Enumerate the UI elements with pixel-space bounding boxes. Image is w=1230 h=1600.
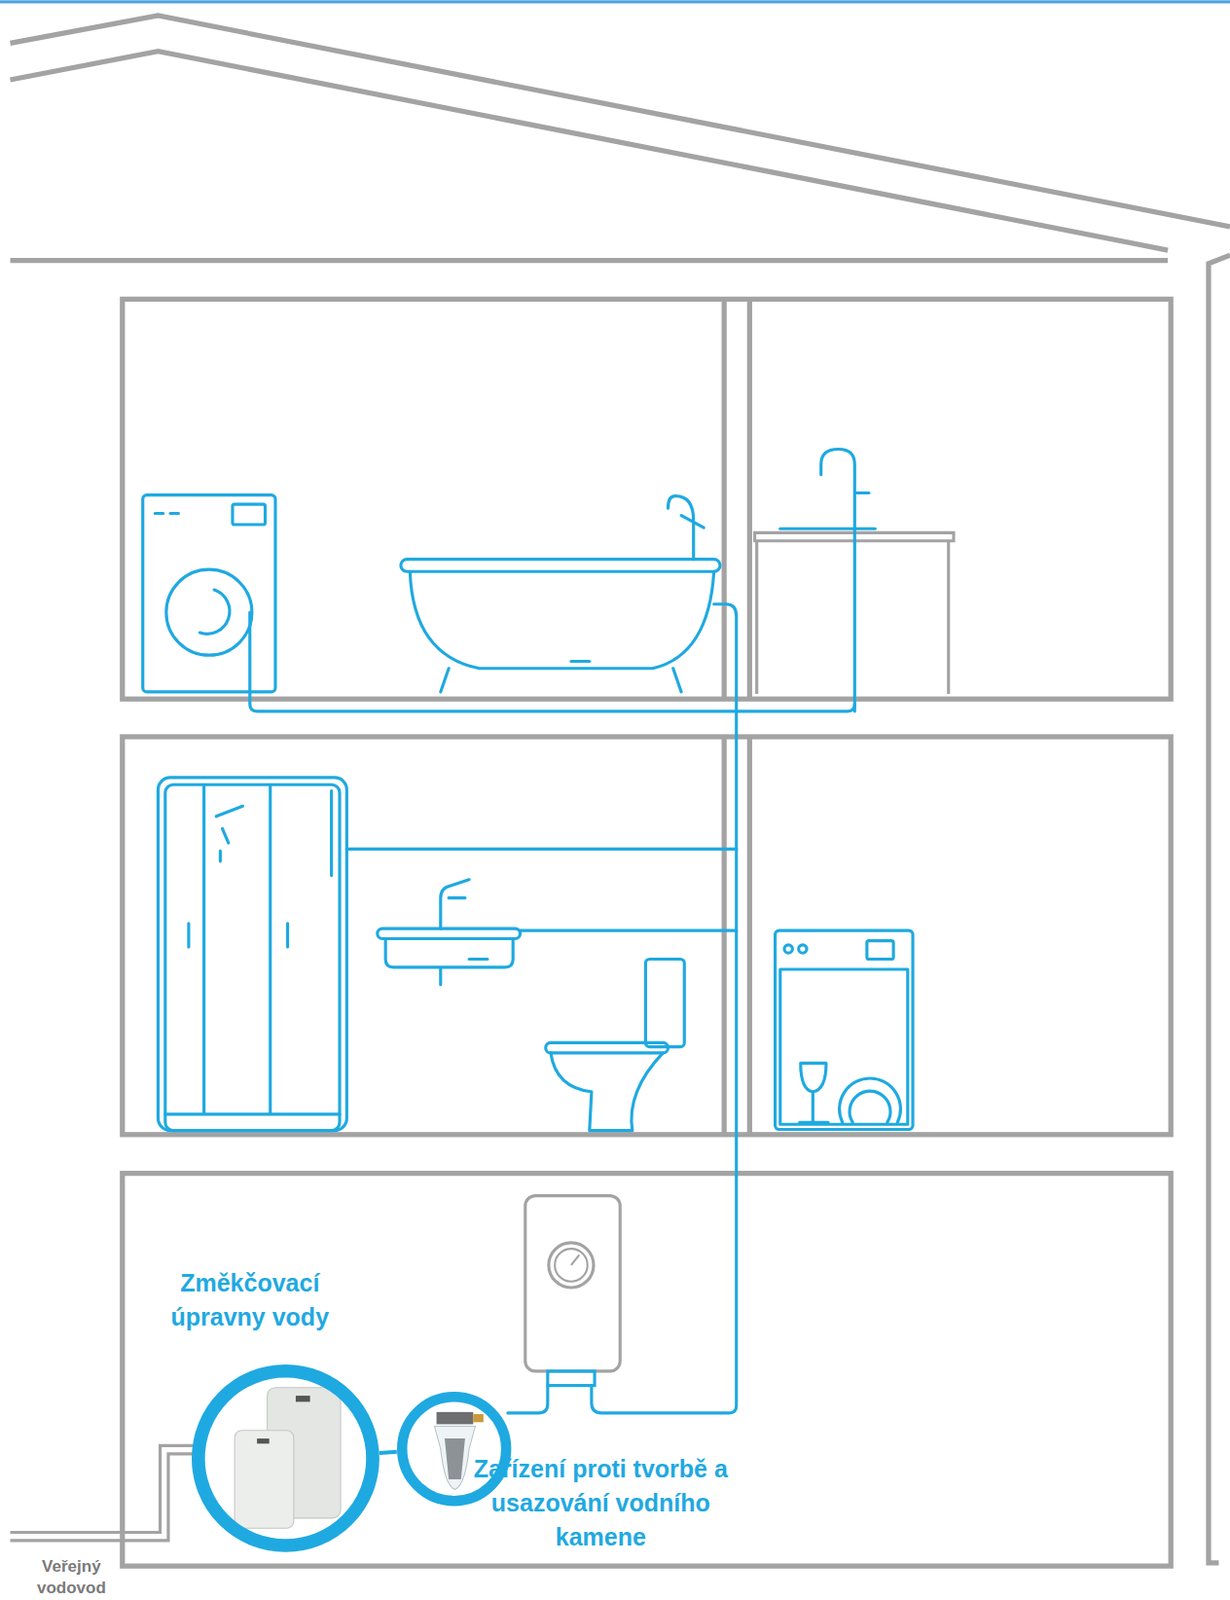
toilet-bowl xyxy=(550,1052,663,1131)
softener-tank-small xyxy=(234,1430,294,1529)
right-wall xyxy=(1208,254,1230,1563)
shower-head xyxy=(216,805,243,862)
water-pipes xyxy=(250,604,856,1413)
shower-cabin xyxy=(157,777,347,1131)
circle-outline xyxy=(191,1364,380,1553)
counter-sides xyxy=(757,541,949,694)
filter-bowl xyxy=(434,1426,475,1490)
bathtub-rim xyxy=(400,559,721,573)
pipe-connector xyxy=(379,1451,398,1453)
basin-pipe xyxy=(520,929,737,933)
inlet-pipe xyxy=(507,1385,548,1413)
filter-valve xyxy=(472,1413,483,1422)
washbasin-bowl xyxy=(385,939,513,985)
filter-head xyxy=(436,1411,474,1425)
heater-connector xyxy=(547,1371,595,1386)
washing-machine xyxy=(143,495,276,692)
kitchen-sink xyxy=(780,527,875,531)
main-pipe-inner xyxy=(9,1453,194,1541)
public-main xyxy=(9,1445,194,1540)
device-circle: Zařízení proti tvorbě a usazování vodníh… xyxy=(397,1391,511,1506)
softener-product xyxy=(234,1387,341,1529)
washer-buttons xyxy=(154,511,179,515)
circle-ring xyxy=(198,1371,373,1546)
shower-pipe xyxy=(346,847,736,851)
dishwasher-plate xyxy=(839,1078,902,1122)
ceiling-line xyxy=(9,257,1168,263)
dishwasher-glass xyxy=(799,1062,829,1122)
dishwasher-button xyxy=(798,944,807,953)
top-floor xyxy=(122,298,1171,699)
house-walls xyxy=(9,15,1230,1566)
main-pipe-outer xyxy=(9,1445,194,1532)
softener-display xyxy=(256,1438,270,1444)
water-heater xyxy=(525,1195,620,1386)
toilet-tank xyxy=(645,959,685,1048)
dishwasher xyxy=(775,930,913,1129)
dishwasher-display xyxy=(867,940,894,960)
dishwasher-button xyxy=(784,944,793,953)
kitchen-faucet xyxy=(821,448,869,711)
basement-floor xyxy=(122,1173,1171,1567)
bathtub-body xyxy=(409,571,714,692)
supply-label: Veřejný vodovod xyxy=(15,1555,128,1599)
toilet-seat xyxy=(545,1042,669,1052)
device-label: Změkčovací úpravny vody xyxy=(137,1266,362,1335)
circle-outline xyxy=(397,1391,511,1506)
softener-display xyxy=(295,1395,311,1402)
shower-inner xyxy=(165,784,340,1130)
bath-faucet xyxy=(668,496,705,560)
washer-drum xyxy=(166,569,253,655)
washer-display xyxy=(232,504,266,525)
roof-inner xyxy=(9,51,1168,251)
circle-ring xyxy=(401,1396,507,1501)
heater-gauge xyxy=(548,1242,594,1288)
top-bar xyxy=(0,0,1230,3)
roof-outer xyxy=(9,15,1230,227)
filter-cartridge xyxy=(444,1438,466,1480)
top-pipe xyxy=(250,612,856,712)
washer-drum-arc xyxy=(199,589,230,634)
heater-gauge-inner xyxy=(554,1248,588,1282)
washbasin-rim xyxy=(377,928,521,939)
dishwasher-door xyxy=(780,969,908,1124)
washbasin-faucet xyxy=(440,879,470,929)
middle-floor xyxy=(122,736,1171,1135)
heater-tank xyxy=(525,1195,620,1372)
shower-doors xyxy=(165,784,340,1115)
device-circle: Změkčovací úpravny vody xyxy=(191,1364,380,1553)
fixtures xyxy=(143,448,913,1130)
device-label: Zařízení proti tvorbě a usazování vodníh… xyxy=(468,1451,734,1555)
heater-needle xyxy=(571,1254,579,1265)
